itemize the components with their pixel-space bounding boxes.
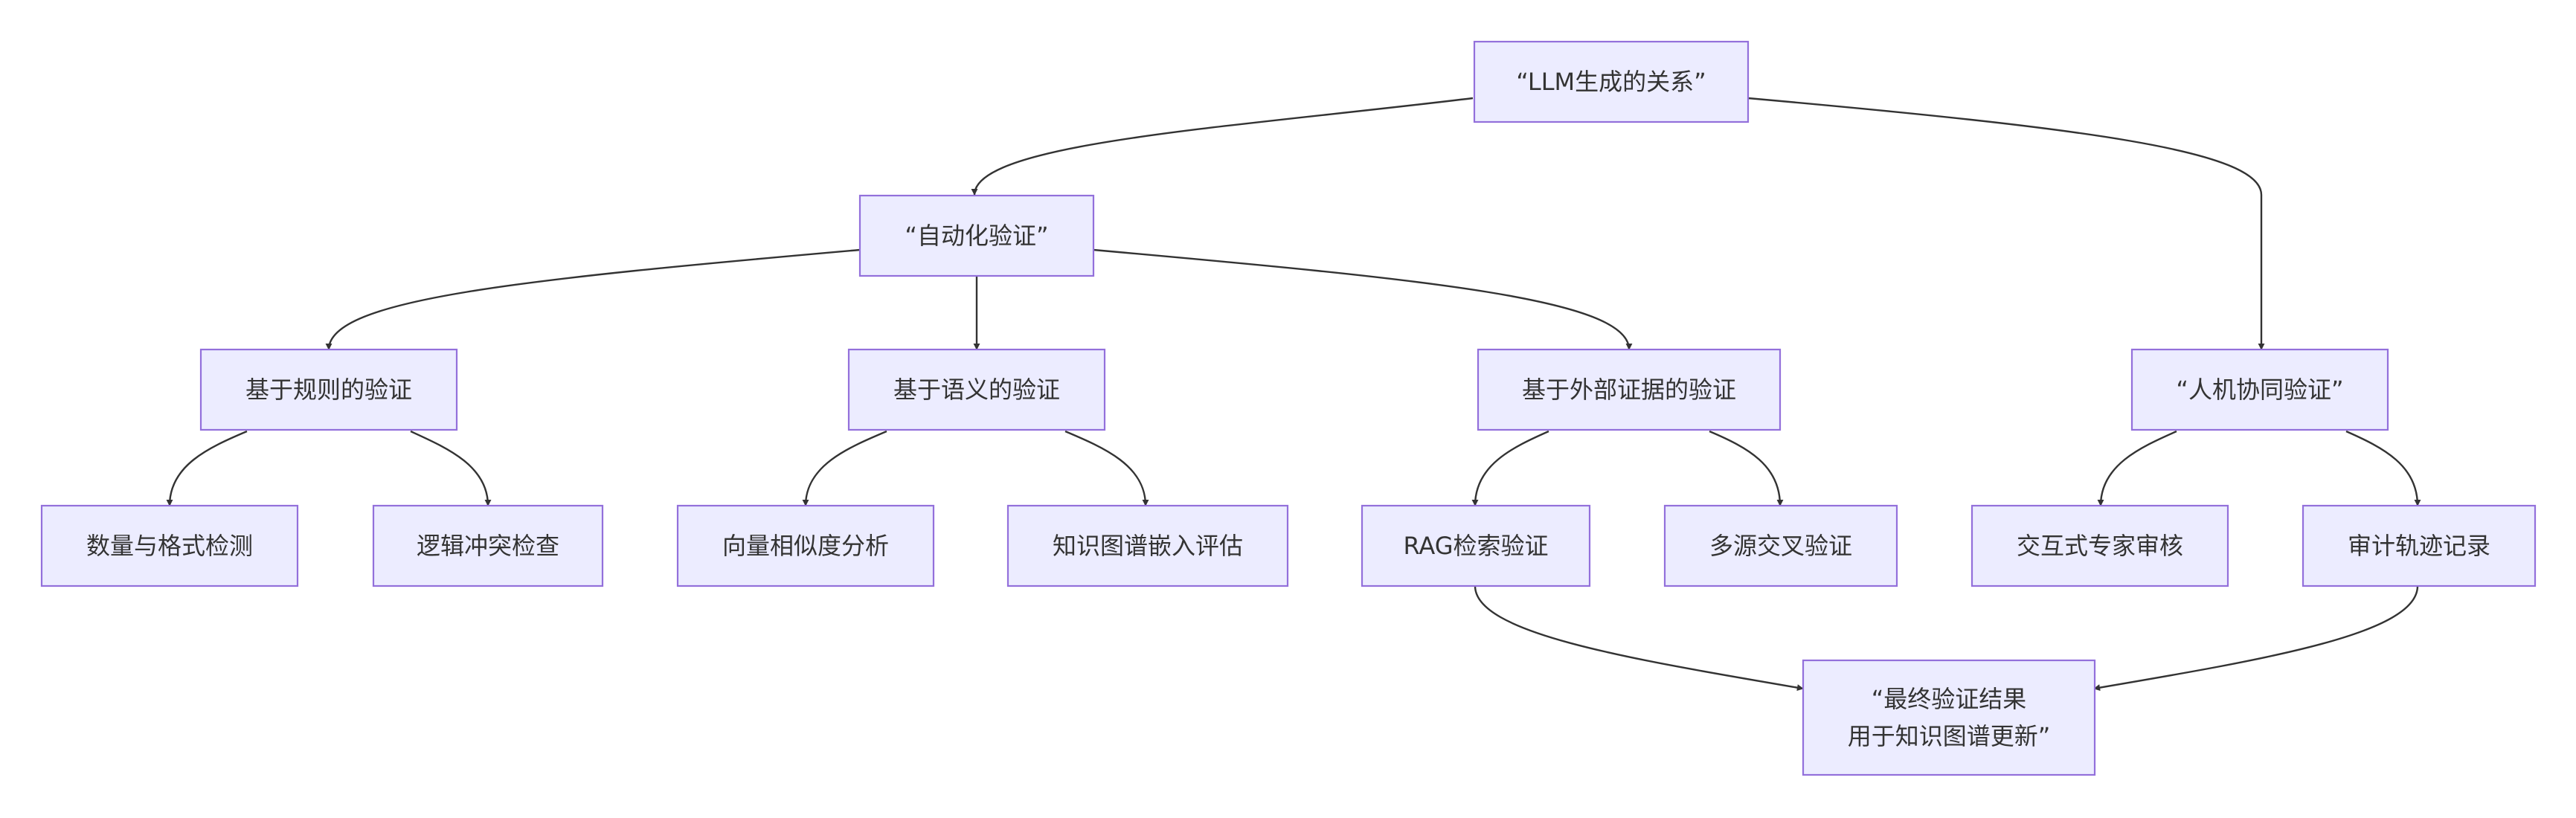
- node-auto-verification[interactable]: “自动化验证”: [858, 194, 1095, 277]
- node-rule-verification[interactable]: 基于规则的验证: [199, 348, 458, 431]
- edge-rule-to-count: [166, 430, 248, 506]
- edge-llm-to-human: [1747, 97, 2265, 350]
- edge-auto-to-rule: [325, 248, 861, 350]
- node-final-result-label-line2: 用于知识图谱更新”: [1848, 722, 2051, 750]
- edge-human-to-audit: [2345, 430, 2421, 506]
- node-vector-similarity-label: 向量相似度分析: [722, 532, 889, 560]
- edge-semantic-to-vector: [802, 430, 887, 506]
- edge-semantic-to-kg: [1064, 430, 1149, 506]
- edge-llm-to-auto: [971, 97, 1474, 196]
- node-external-verification[interactable]: 基于外部证据的验证: [1477, 348, 1782, 431]
- node-multi-source-label: 多源交叉验证: [1709, 532, 1852, 560]
- node-kg-embedding-label: 知识图谱嵌入评估: [1053, 532, 1243, 560]
- node-semantic-verification[interactable]: 基于语义的验证: [847, 348, 1106, 431]
- edge-audit-to-final: [2093, 585, 2419, 692]
- node-human-verification[interactable]: “人机协同验证”: [2130, 348, 2389, 431]
- node-final-result-label-line1: “最终验证结果: [1872, 685, 2027, 713]
- edge-rag-to-final: [1474, 585, 1804, 692]
- node-semantic-verification-label: 基于语义的验证: [893, 376, 1060, 404]
- node-rag-retrieval[interactable]: RAG检索验证: [1361, 504, 1591, 587]
- edges: [166, 97, 2421, 692]
- node-llm-relations[interactable]: “LLM生成的关系”: [1473, 40, 1750, 123]
- node-multi-source[interactable]: 多源交叉验证: [1663, 504, 1898, 587]
- node-external-verification-label: 基于外部证据的验证: [1522, 376, 1736, 404]
- node-llm-relations-label: “LLM生成的关系”: [1516, 68, 1706, 96]
- node-expert-review[interactable]: 交互式专家审核: [1970, 504, 2229, 587]
- node-logic-conflict-check[interactable]: 逻辑冲突检查: [372, 504, 604, 587]
- node-vector-similarity[interactable]: 向量相似度分析: [676, 504, 935, 587]
- node-human-verification-label: “人机协同验证”: [2176, 376, 2343, 404]
- edge-external-to-rag: [1471, 430, 1549, 506]
- node-final-result[interactable]: “最终验证结果 用于知识图谱更新”: [1802, 659, 2096, 776]
- node-auto-verification-label: “自动化验证”: [905, 222, 1048, 250]
- node-rule-verification-label: 基于规则的验证: [245, 376, 412, 404]
- node-count-format-check[interactable]: 数量与格式检测: [40, 504, 299, 587]
- node-expert-review-label: 交互式专家审核: [2017, 532, 2183, 560]
- nodes: “LLM生成的关系” “自动化验证” 基于规则的验证 基于语义的验证 基于外部证…: [40, 40, 2537, 776]
- edge-human-to-expert: [2097, 430, 2177, 506]
- node-logic-conflict-check-label: 逻辑冲突检查: [417, 532, 559, 560]
- node-audit-trail[interactable]: 审计轨迹记录: [2302, 504, 2537, 587]
- node-kg-embedding[interactable]: 知识图谱嵌入评估: [1006, 504, 1289, 587]
- node-audit-trail-label: 审计轨迹记录: [2348, 532, 2490, 560]
- edge-rule-to-logic: [410, 430, 492, 506]
- node-count-format-check-label: 数量与格式检测: [86, 532, 253, 560]
- node-rag-retrieval-label: RAG检索验证: [1403, 532, 1548, 560]
- edge-external-to-multi: [1709, 430, 1784, 506]
- edge-auto-to-external: [1093, 248, 1633, 350]
